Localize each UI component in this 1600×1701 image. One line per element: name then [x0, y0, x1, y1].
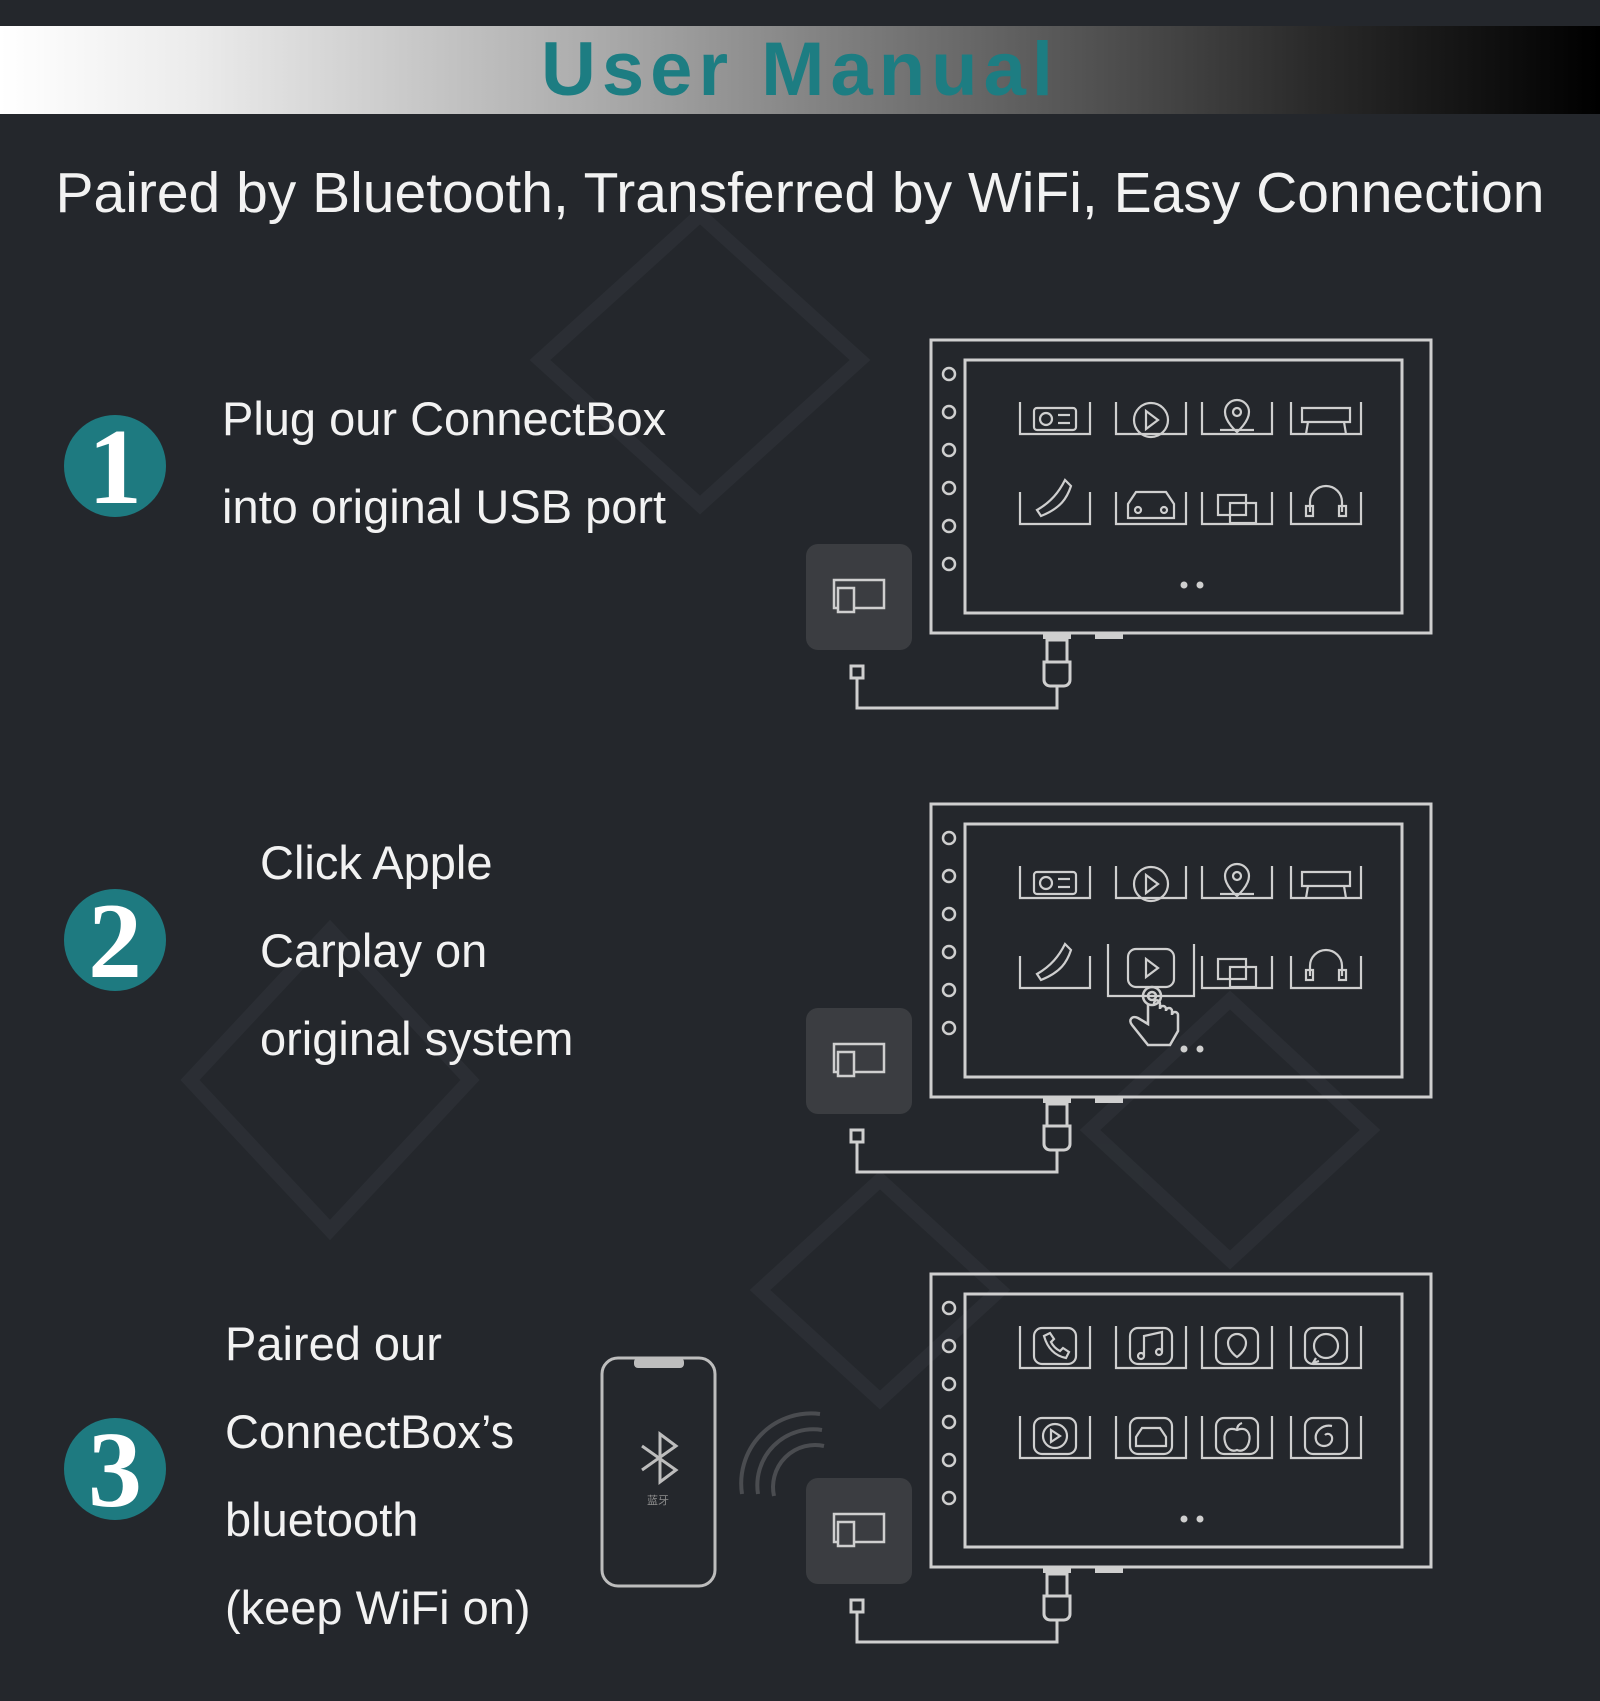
tap-hand-icon [1129, 985, 1180, 1047]
car-icon [1114, 1416, 1188, 1460]
usb-cable [849, 1102, 1072, 1174]
connectbox-device [806, 1478, 912, 1584]
step-2-text: Click Apple Carplay on original system [260, 819, 573, 1083]
page-title: User Manual [541, 27, 1059, 112]
connectbox-device [806, 544, 912, 650]
step-3-line-1: Paired our [225, 1317, 442, 1370]
head-unit-side-buttons [941, 1300, 957, 1506]
page-indicator-dots [1180, 1045, 1204, 1053]
usb-ports [1043, 1567, 1123, 1573]
wireless-waves-icon [739, 1411, 825, 1497]
title-banner: User Manual [0, 26, 1600, 114]
step-2-illustration [806, 802, 1433, 1174]
whatsapp-icon [1289, 1326, 1363, 1370]
page-indicator-dots [1180, 1515, 1204, 1523]
connectbox-screen-icon [832, 1512, 886, 1548]
step-1-badge: 1 [64, 414, 166, 522]
map-pin-icon [1200, 1326, 1274, 1370]
headset-icon [1289, 484, 1363, 526]
play-icon [1114, 865, 1188, 903]
page-subtitle: Paired by Bluetooth, Transferred by WiFi… [55, 161, 1545, 225]
bluetooth-icon [641, 1431, 679, 1485]
step-2-line-1: Click Apple [260, 836, 493, 889]
connectbox-screen-icon [832, 578, 886, 614]
apple-icon [1200, 1416, 1274, 1460]
phone-icon [1018, 1326, 1092, 1370]
step-2-line-2: Carplay on [260, 924, 488, 977]
head-unit-frame [929, 802, 1433, 1099]
car-seat-icon [1289, 866, 1363, 900]
netease-music-icon [1289, 1416, 1363, 1460]
step-3-text: Paired our ConnectBox’s bluetooth (keep … [225, 1300, 531, 1652]
head-unit-side-buttons [941, 830, 957, 1036]
headset-icon [1289, 948, 1363, 990]
radio-icon [1018, 402, 1092, 436]
map-pin-icon [1200, 862, 1274, 900]
step-3-illustration: 蓝牙 [600, 1272, 1433, 1644]
usb-cable [849, 638, 1072, 710]
usb-cable [849, 1572, 1072, 1644]
connectbox-device [806, 1008, 912, 1114]
usb-ports [1043, 1097, 1123, 1103]
phone-icon [1018, 478, 1092, 526]
step-1-line-2: into original USB port [222, 480, 667, 533]
radio-icon [1018, 866, 1092, 900]
usb-ports [1043, 633, 1123, 639]
screens-icon [1200, 492, 1274, 526]
step-1-illustration [0, 330, 1433, 710]
step-3-line-4: (keep WiFi on) [225, 1581, 531, 1634]
head-unit-frame [929, 1272, 1433, 1569]
car-icon [1114, 490, 1188, 526]
head-unit-screen [963, 358, 1404, 615]
screens-icon [1200, 956, 1274, 990]
phone-icon [1018, 942, 1092, 990]
phone-bluetooth-label: 蓝牙 [647, 1494, 669, 1507]
step-2-line-3: original system [260, 1012, 574, 1065]
head-unit-side-buttons [941, 366, 957, 572]
step-1-line-1: Plug our ConnectBox [222, 392, 667, 445]
step-3-line-2: ConnectBox’s [225, 1405, 515, 1458]
head-unit-frame [929, 338, 1433, 635]
head-unit-screen [963, 1292, 1404, 1549]
step-3-line-3: bluetooth [225, 1493, 419, 1546]
play-icon [1018, 1416, 1092, 1460]
head-unit-screen [963, 822, 1404, 1079]
music-icon [1114, 1326, 1188, 1370]
map-pin-icon [1200, 398, 1274, 436]
car-seat-icon [1289, 402, 1363, 436]
play-icon [1116, 402, 1188, 439]
step-1-text: Plug our ConnectBox into original USB po… [222, 375, 666, 551]
connectbox-screen-icon [832, 1042, 886, 1078]
step-3-badge: 3 [64, 1417, 166, 1525]
step-2-badge: 2 [64, 888, 166, 996]
page-indicator-dots [1180, 581, 1204, 589]
smartphone: 蓝牙 [600, 1356, 717, 1588]
